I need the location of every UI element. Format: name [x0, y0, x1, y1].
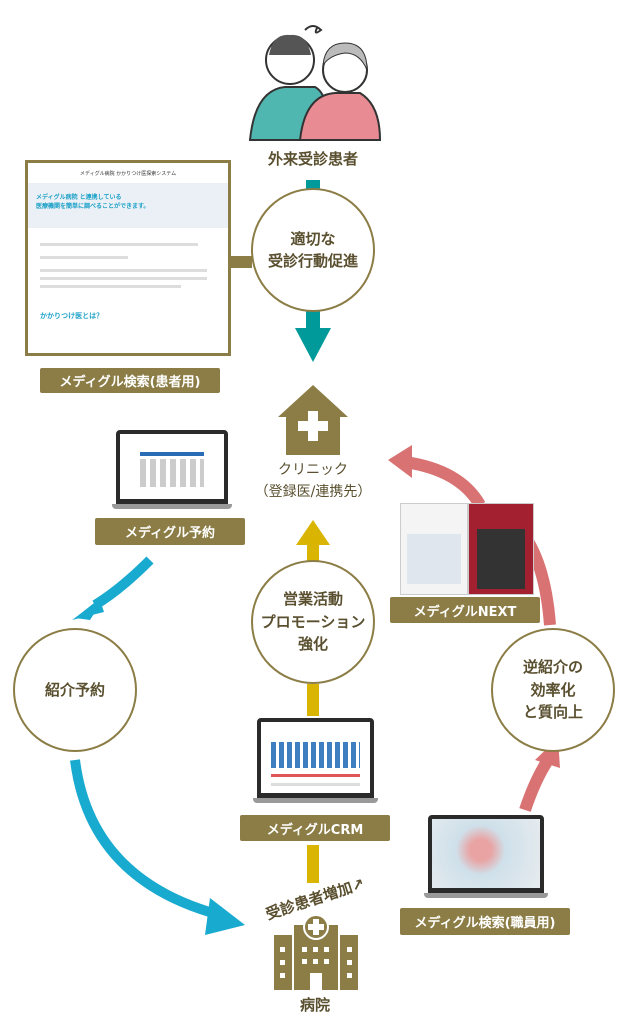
- red-arrow-reverse: [519, 756, 554, 812]
- crm-laptop: [253, 718, 378, 806]
- circle-promote: 適切な 受診行動促進: [251, 188, 375, 312]
- staff-search-laptop: [424, 815, 548, 901]
- circle-reverse: 逆紹介の 効率化 と質向上: [491, 628, 615, 752]
- yellow-connector-low: [307, 845, 319, 883]
- clinic-sublabel: （登録医/連携先）: [254, 483, 372, 500]
- circle-referral: 紹介予約: [13, 628, 137, 752]
- label-crm: メディグルCRM: [240, 815, 390, 841]
- red-arrow-clinic: [404, 456, 486, 509]
- next-magazine-2: [468, 503, 534, 595]
- cyan-arrow-hospital: [70, 759, 222, 920]
- clinic-house-icon: [278, 385, 348, 455]
- patient-search-preview: メディグル病院 かかりつけ医探索システム メディグル病院 と連携している 医療機…: [25, 160, 231, 356]
- patients-illustration: [248, 25, 382, 141]
- preview-section: かかりつけ医とは？: [40, 312, 104, 320]
- hospital-label: 病院: [299, 996, 330, 1014]
- next-magazine-1: [400, 503, 468, 595]
- yellow-arrowhead: [296, 520, 330, 545]
- circle-sales: 営業活動 プロモーション 強化: [251, 560, 375, 684]
- label-next: メディグルNEXT: [390, 597, 540, 623]
- label-reservation: メディグル予約: [95, 518, 245, 545]
- hospital-icon: [274, 915, 358, 990]
- reservation-laptop: [112, 430, 232, 512]
- preview-headline: メディグル病院 と連携している 医療機関を簡単に調べることができます。: [28, 183, 228, 228]
- clinic-label: クリニック: [278, 462, 348, 478]
- label-search-patient: メディグル検索(患者用): [40, 368, 220, 393]
- teal-arrowhead: [295, 328, 331, 362]
- label-search-staff: メディグル検索(職員用): [400, 908, 570, 935]
- olive-connector: [230, 256, 252, 268]
- preview-title: メディグル病院 かかりつけ医探索システム: [79, 171, 177, 177]
- patients-label: 外来受診患者: [267, 150, 358, 168]
- yellow-connector-mid: [307, 684, 319, 716]
